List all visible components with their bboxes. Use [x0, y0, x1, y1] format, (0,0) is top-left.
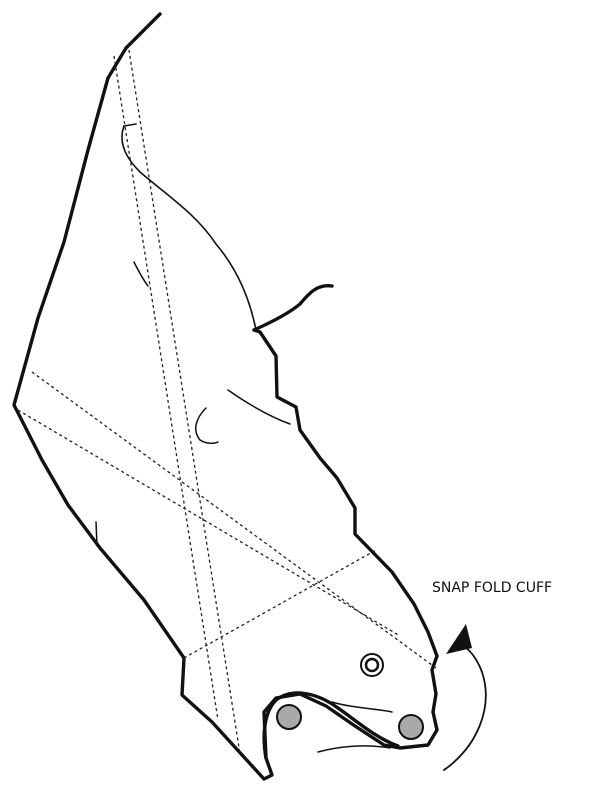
- fold-line-bottom-edge: [184, 550, 376, 658]
- fold-guides: [18, 44, 436, 754]
- fold-line-vertical-right: [128, 44, 240, 754]
- wrinkle-b: [228, 390, 290, 424]
- wrinkle-c: [196, 408, 218, 443]
- pocket-wrinkle-lower: [318, 746, 390, 752]
- fold-line-vertical-left: [114, 56, 218, 720]
- curved-arrow-icon: [444, 624, 486, 770]
- wrinkle-a: [134, 262, 148, 286]
- fold-line-diagonal-upper: [32, 372, 436, 668]
- wrinkle-d: [96, 522, 97, 546]
- crease-hook: [124, 124, 136, 126]
- snap-fold-cuff-label: SNAP FOLD CUFF: [432, 580, 552, 596]
- gray-dot-snap-icon: [399, 715, 423, 739]
- upper-crease: [122, 126, 256, 330]
- cuff-tab: [254, 286, 332, 330]
- gray-dot-snap-icon: [277, 705, 301, 729]
- double-ring-snap-icon: [361, 654, 383, 676]
